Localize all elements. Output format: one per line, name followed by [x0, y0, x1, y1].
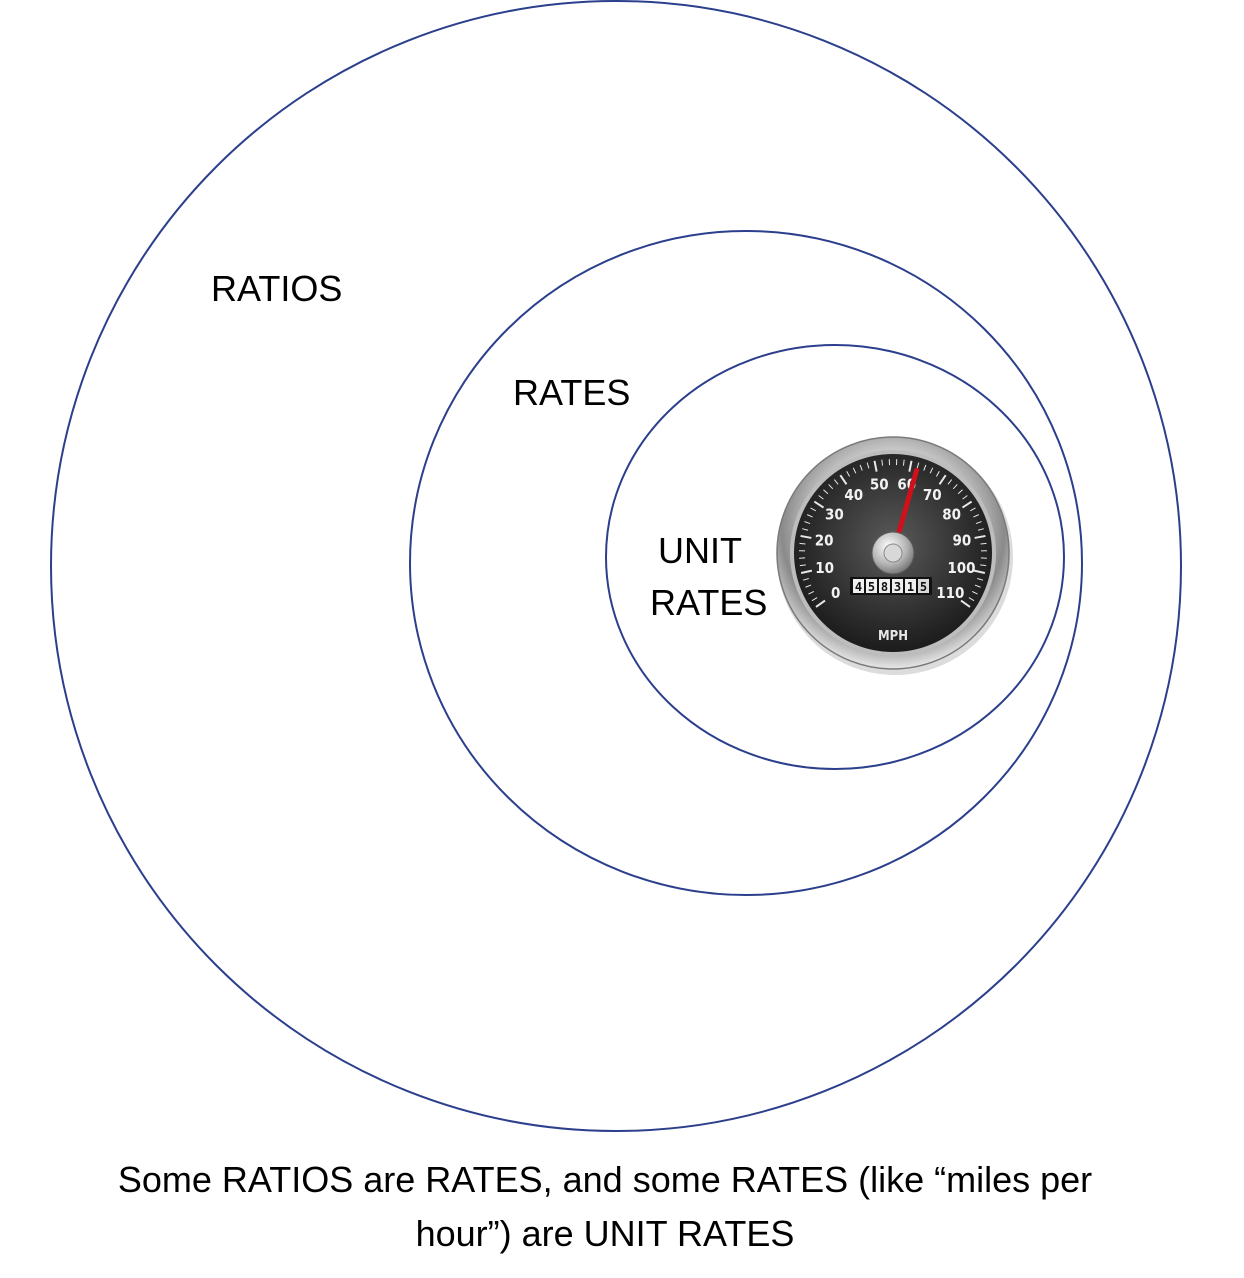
- minor-tick: [947, 479, 953, 485]
- odometer-digit: 5: [920, 580, 927, 594]
- minor-tick: [980, 564, 987, 567]
- minor-tick: [977, 528, 984, 531]
- ratios-circle: [50, 0, 1182, 1132]
- minor-tick: [806, 514, 813, 518]
- scale-label: 40: [844, 486, 863, 504]
- minor-tick: [802, 577, 809, 581]
- rates-circle: [409, 230, 1083, 896]
- minor-tick: [952, 484, 958, 490]
- minor-tick: [828, 484, 834, 490]
- odometer-digit-cell: [905, 579, 916, 593]
- minor-tick: [974, 584, 981, 588]
- major-tick: [938, 474, 947, 485]
- minor-tick: [975, 521, 982, 525]
- minor-tick: [859, 464, 863, 471]
- minor-tick: [881, 459, 884, 466]
- minor-tick: [833, 479, 839, 485]
- minor-tick: [799, 542, 806, 545]
- odometer-digit: 4: [855, 580, 862, 594]
- major-tick: [908, 460, 913, 472]
- minor-tick: [808, 591, 815, 595]
- minor-tick: [802, 528, 809, 531]
- major-tick: [813, 500, 825, 509]
- minor-tick: [973, 514, 980, 518]
- minor-tick: [810, 507, 817, 512]
- minor-tick: [980, 542, 987, 545]
- unit-label: MPH: [878, 629, 908, 644]
- minor-tick: [852, 467, 857, 474]
- minor-tick: [805, 584, 812, 588]
- major-tick: [800, 534, 812, 539]
- scale-label: 50: [870, 475, 889, 493]
- major-tick: [960, 599, 971, 608]
- odometer-digit: 1: [907, 580, 914, 594]
- scale-label: 100: [947, 559, 975, 577]
- minor-tick: [846, 470, 851, 477]
- minor-tick: [818, 495, 824, 500]
- odometer-digit-cell: [918, 579, 929, 593]
- unit-rates-label-line2: RATES: [650, 582, 767, 623]
- scale-label: 80: [942, 506, 961, 524]
- scale-label: 90: [952, 531, 971, 549]
- odometer-digit-cell: [879, 579, 890, 593]
- rates-label: RATES: [513, 372, 630, 413]
- scale-label: 110: [936, 584, 964, 602]
- major-tick: [961, 500, 973, 509]
- odometer-digit: 5: [868, 580, 875, 594]
- scale-label: 0: [831, 584, 840, 602]
- major-tick: [973, 569, 986, 574]
- scale-label: 20: [815, 531, 834, 549]
- unit-rates-label-line1: UNIT: [658, 530, 742, 571]
- minor-tick: [969, 507, 976, 512]
- minor-tick: [811, 597, 818, 602]
- minor-tick: [902, 459, 905, 466]
- odometer-digit-cell: [892, 579, 903, 593]
- ratios-label: RATIOS: [211, 268, 342, 309]
- odometer-digit: 3: [894, 580, 901, 594]
- minor-tick: [962, 495, 968, 500]
- odometer-digit: 8: [881, 580, 888, 594]
- odometer-digit-cell: [853, 579, 864, 593]
- minor-tick: [977, 577, 984, 581]
- minor-tick: [968, 597, 975, 602]
- major-tick: [974, 534, 986, 539]
- minor-tick: [916, 462, 920, 469]
- scale-label: 10: [815, 559, 834, 577]
- minor-tick: [866, 462, 870, 469]
- major-tick: [839, 474, 848, 485]
- minor-tick: [923, 464, 927, 471]
- minor-tick: [823, 489, 829, 495]
- scale-label: 30: [825, 506, 844, 524]
- minor-tick: [804, 521, 811, 525]
- caption-line-1: Some RATIOS are RATES, and some RATES (l…: [117, 1159, 1093, 1200]
- major-tick: [873, 460, 878, 472]
- major-tick: [815, 599, 826, 608]
- caption: Some RATIOS are RATES, and some RATES (l…: [40, 1153, 1170, 1261]
- minor-tick: [929, 467, 934, 474]
- minor-tick: [935, 470, 940, 477]
- minor-tick: [971, 591, 978, 595]
- caption-line-2: hour”) are UNIT RATES: [415, 1213, 795, 1254]
- major-tick: [800, 569, 813, 574]
- minor-tick: [799, 564, 806, 567]
- unit-rates-circle: [605, 344, 1065, 770]
- odometer-digit-cell: [866, 579, 877, 593]
- scale-label: 70: [923, 486, 942, 504]
- minor-tick: [957, 489, 963, 495]
